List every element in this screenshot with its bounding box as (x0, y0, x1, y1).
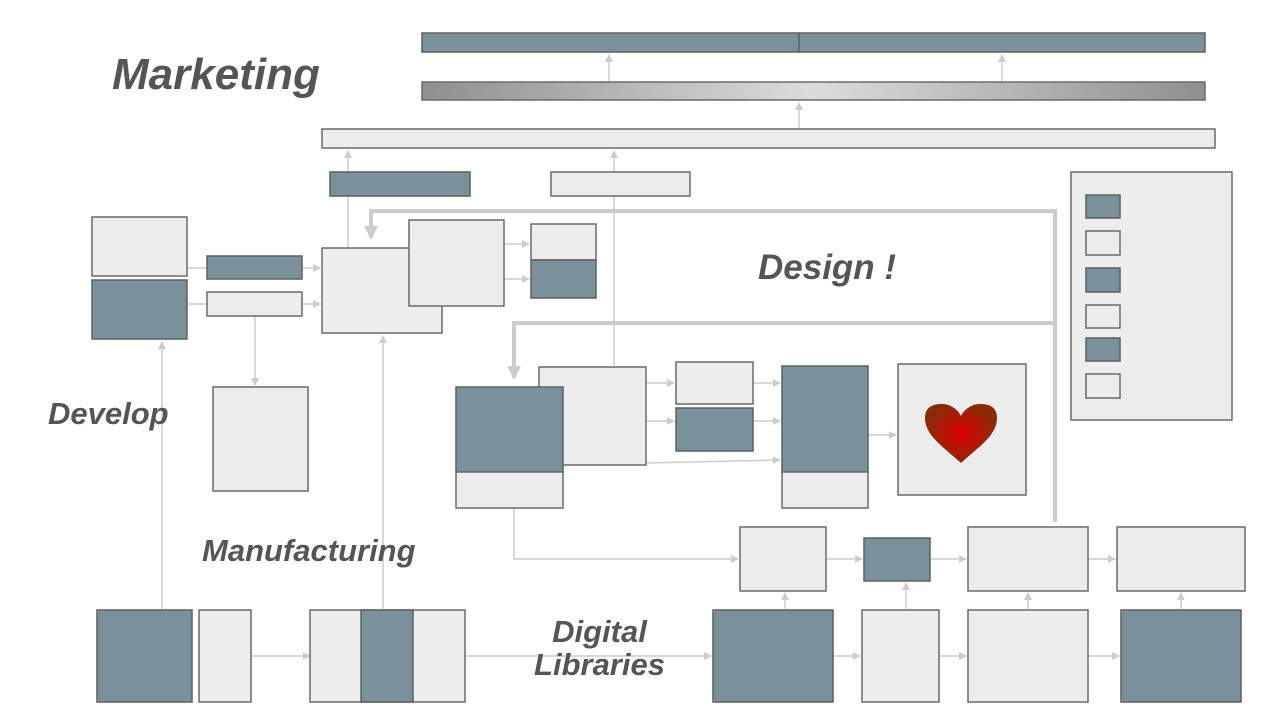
connector-arrows (158, 54, 1185, 660)
design-label: Design ! (758, 248, 897, 287)
box (1120, 609, 1242, 703)
digital-libraries-label: Digital Libraries (522, 614, 677, 682)
box (781, 471, 869, 509)
box (206, 291, 303, 317)
box (967, 526, 1089, 592)
legend-swatch (1085, 304, 1121, 329)
box (675, 407, 754, 452)
box (198, 609, 252, 703)
digital-libraries-line1: Digital (552, 614, 647, 649)
marketing-bar-gradient (421, 81, 1206, 101)
box (675, 361, 754, 405)
marketing-label: Marketing (112, 50, 320, 99)
marketing-bar-base (321, 128, 1216, 149)
legend-swatch (1085, 337, 1121, 362)
box (360, 609, 414, 703)
feedback-line-top (364, 209, 1057, 522)
box (530, 259, 597, 299)
box (96, 609, 193, 703)
heart-box (897, 363, 1027, 496)
manufacturing-label: Manufacturing (202, 533, 416, 568)
legend-swatch (1085, 194, 1121, 219)
box (212, 386, 309, 492)
legend-swatch (1085, 267, 1121, 293)
box (455, 471, 564, 509)
legend-swatch (1085, 373, 1121, 399)
box (329, 171, 471, 197)
box (91, 279, 188, 340)
heart-icon (925, 404, 997, 463)
box (206, 255, 303, 280)
box (530, 223, 597, 261)
box (91, 216, 188, 277)
box (861, 609, 940, 703)
box (455, 386, 564, 473)
box (712, 609, 834, 703)
box (408, 219, 505, 307)
box (967, 609, 1089, 703)
feedback-line-mid (507, 321, 1055, 380)
box (781, 365, 869, 473)
digital-libraries-line2: Libraries (534, 646, 665, 682)
box (739, 526, 827, 592)
marketing-bar-top (421, 32, 1206, 53)
box (550, 171, 691, 197)
box (863, 537, 931, 582)
develop-label: Develop (48, 396, 169, 431)
box (1116, 526, 1246, 592)
legend-swatch (1085, 230, 1121, 256)
